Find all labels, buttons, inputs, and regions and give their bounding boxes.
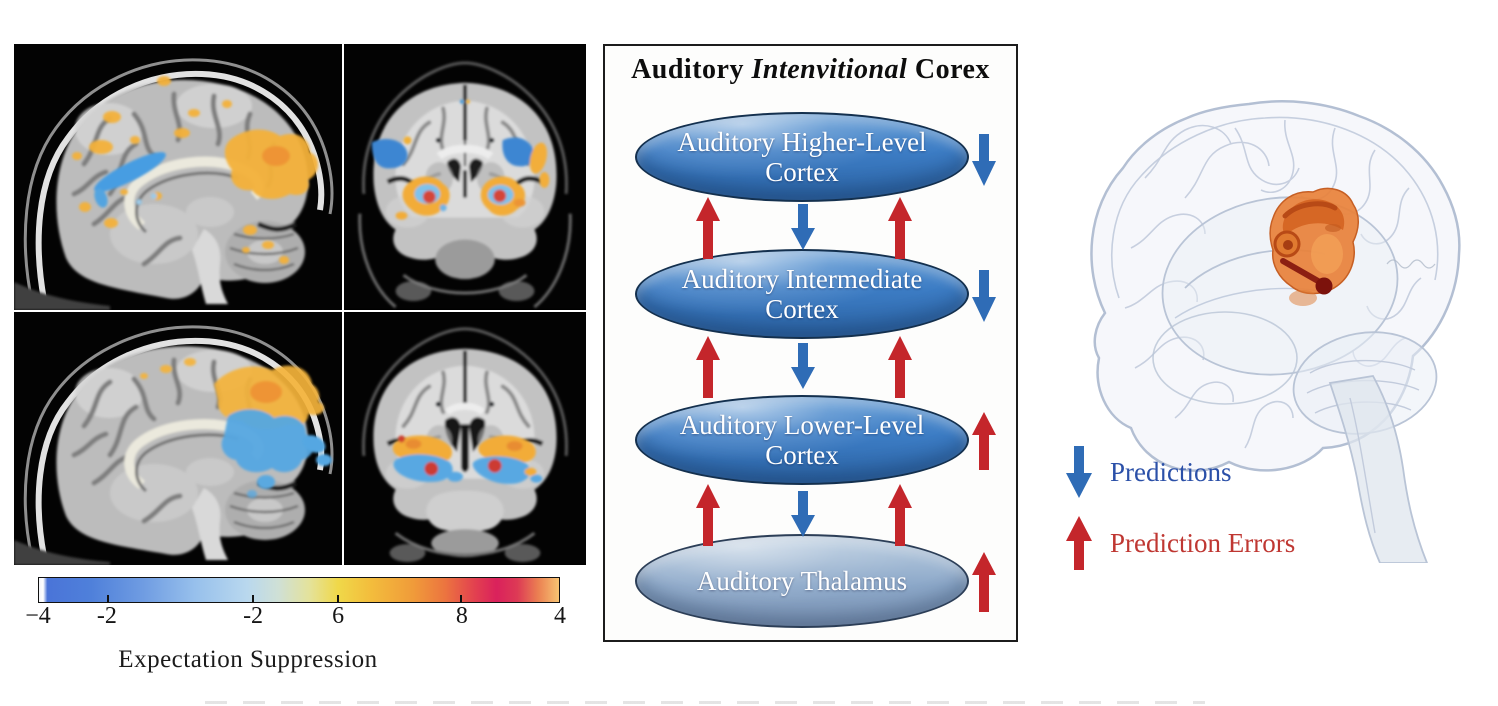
diagram-title-suffix: Corex bbox=[907, 54, 990, 85]
colorbar-tick-label: 8 bbox=[455, 603, 468, 629]
prediction-down-arrow-icon bbox=[1066, 446, 1092, 498]
node-auditory-thalamus: Auditory Thalamus bbox=[635, 534, 969, 628]
fmri-sagittal-bottom-image bbox=[14, 312, 342, 565]
colorbar-tick-label: -2 bbox=[96, 603, 117, 629]
prediction-errors-label: Prediction Errors bbox=[1110, 527, 1296, 558]
colorbar-tick-label: -2 bbox=[243, 603, 264, 629]
prediction-error-up-arrow-icon bbox=[972, 412, 996, 470]
colorbar-gradient bbox=[39, 578, 559, 602]
colorbar-caption: Expectation Suppression bbox=[118, 646, 378, 673]
fmri-coronal-bottom bbox=[344, 312, 586, 565]
diagram-title-emphasis: Intenvitional bbox=[751, 54, 908, 85]
colorbar bbox=[38, 577, 560, 603]
prediction-error-up-arrow-icon bbox=[888, 484, 912, 546]
colorbar-tick-label: −4 bbox=[25, 603, 51, 629]
glass-brain-image bbox=[1090, 100, 1461, 564]
colorbar-tick-labels: −4 -2 -2 6 8 4 bbox=[25, 603, 566, 633]
prediction-error-up-arrow-icon bbox=[888, 336, 912, 398]
colorbar-tick-mark bbox=[252, 595, 255, 602]
node-label: Auditory Thalamus bbox=[696, 565, 908, 596]
auditory-hierarchy-diagram: Auditory Intenvitional Corex Auditory Hi… bbox=[603, 44, 1018, 642]
fmri-coronal-top-image bbox=[344, 45, 586, 309]
prediction-down-arrow-icon bbox=[791, 343, 815, 389]
prediction-down-arrow-icon bbox=[791, 204, 815, 250]
prediction-error-up-arrow-icon bbox=[696, 336, 720, 398]
prediction-down-arrow-icon bbox=[972, 270, 996, 322]
colorbar-tick-label: 6 bbox=[332, 603, 345, 629]
colorbar-tick-label: 4 bbox=[554, 603, 566, 629]
diagram-title: Auditory Intenvitional Corex bbox=[605, 54, 1016, 86]
fmri-sagittal-top bbox=[14, 44, 342, 310]
prediction-down-arrow-icon bbox=[791, 491, 815, 537]
prediction-error-up-arrow-icon bbox=[1066, 516, 1092, 570]
colorbar-tick-mark bbox=[460, 595, 463, 602]
legend: Predictions Prediction Errors bbox=[1066, 446, 1295, 588]
fmri-sagittal-top-image bbox=[14, 44, 342, 310]
prediction-down-arrow-icon bbox=[972, 134, 996, 186]
illegible-watermark-squiggle bbox=[1386, 259, 1436, 269]
prediction-error-up-arrow-icon bbox=[972, 552, 996, 612]
fmri-sagittal-bottom bbox=[14, 312, 342, 565]
diagram-title-prefix: Auditory bbox=[631, 54, 752, 85]
predictions-label: Predictions bbox=[1110, 456, 1232, 487]
colorbar-tick-mark bbox=[337, 595, 339, 602]
bottom-faint-dashed-line bbox=[205, 701, 1205, 704]
legend-row-prediction-errors: Prediction Errors bbox=[1066, 516, 1295, 570]
prediction-error-up-arrow-icon bbox=[696, 484, 720, 546]
auditory-region-highlight bbox=[1269, 187, 1359, 306]
fmri-coronal-bottom-image bbox=[344, 313, 586, 564]
colorbar-tick-mark bbox=[106, 595, 109, 602]
glass-brain-illustration bbox=[1035, 58, 1495, 564]
legend-row-predictions: Predictions bbox=[1066, 446, 1295, 498]
prediction-error-up-arrow-icon bbox=[696, 197, 720, 259]
fmri-coronal-top bbox=[344, 44, 586, 310]
prediction-error-up-arrow-icon bbox=[888, 197, 912, 259]
